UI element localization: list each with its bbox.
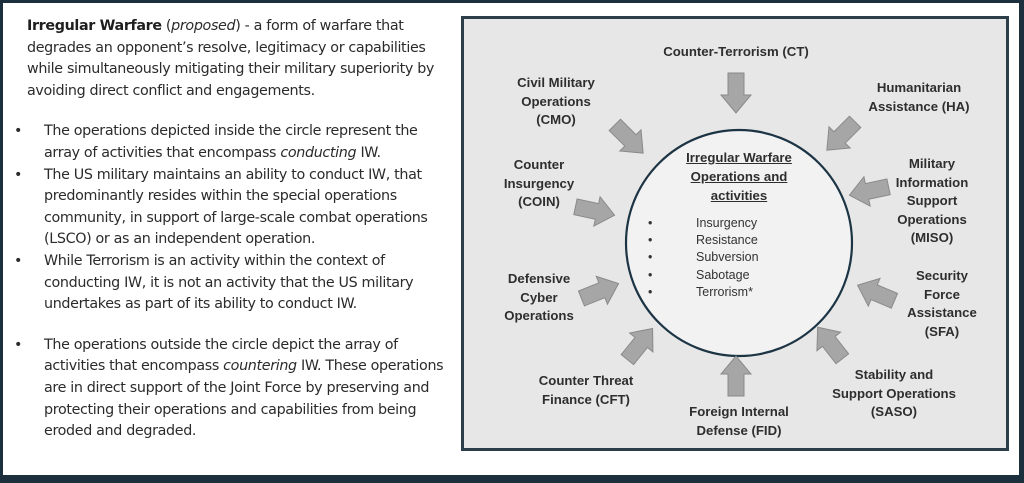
bullet-item: •The US military maintains an ability to… xyxy=(14,166,428,248)
diagram-graphics xyxy=(573,72,899,397)
label-ct: Counter-Terrorism (CT) xyxy=(663,44,809,59)
bullet-icon: • xyxy=(14,336,23,353)
irregular-warfare-diagram: Irregular Warfare Operations and activit… xyxy=(461,16,1009,451)
slide: Irregular Warfare (proposed) - a form of… xyxy=(3,3,1019,475)
bullet-item: •The operations outside the circle depic… xyxy=(14,336,444,440)
activity-item: •Terrorism* xyxy=(648,284,759,301)
circle-title: Irregular Warfare Operations and activit… xyxy=(686,150,792,203)
bullet-icon: • xyxy=(648,233,653,248)
iw-activities-list: •Insurgency •Resistance •Subversion •Sab… xyxy=(648,215,759,301)
bullet-icon: • xyxy=(14,123,23,140)
activity-item: •Sabotage xyxy=(648,267,759,284)
arrow-miso-icon xyxy=(848,175,891,208)
activity-item: •Subversion xyxy=(648,249,759,266)
arrow-cft-icon xyxy=(620,327,654,366)
arrow-dco-icon xyxy=(577,275,620,307)
iw-circle xyxy=(624,128,854,358)
activity-item: •Resistance xyxy=(648,232,759,249)
definition-term: Irregular Warfare xyxy=(27,18,162,34)
countering-bullets: •The operations outside the circle depic… xyxy=(14,335,457,443)
bullet-icon: • xyxy=(14,252,23,269)
arrow-coin-icon xyxy=(573,195,616,228)
definition-text: - a form of warfare that degrades an opp… xyxy=(27,18,435,99)
arrow-ha-icon xyxy=(826,115,862,151)
arrow-ct-icon xyxy=(719,72,753,114)
arrow-saso-icon xyxy=(816,326,850,365)
arrows-group xyxy=(573,72,899,397)
text-panel: Irregular Warfare (proposed) - a form of… xyxy=(14,16,457,443)
arrow-sfa-icon xyxy=(856,277,899,309)
arrow-cmo-icon xyxy=(608,118,644,154)
bullet-icon: • xyxy=(14,166,23,183)
bullet-item: •While Terrorism is an activity within t… xyxy=(14,252,414,313)
bullet-item: •The operations depicted inside the circ… xyxy=(14,123,418,161)
arrow-fid-icon xyxy=(719,355,753,397)
definition-qualifier: proposed xyxy=(171,18,236,34)
activity-item: •Insurgency xyxy=(648,215,759,232)
bullet-icon: • xyxy=(648,284,653,299)
bullet-icon: • xyxy=(648,267,653,282)
bullet-icon: • xyxy=(648,216,653,230)
bullet-icon: • xyxy=(648,250,653,265)
conducting-bullets: •The operations depicted inside the circ… xyxy=(14,121,457,315)
spacer xyxy=(27,316,457,335)
definition-paragraph: Irregular Warfare (proposed) - a form of… xyxy=(27,18,435,99)
